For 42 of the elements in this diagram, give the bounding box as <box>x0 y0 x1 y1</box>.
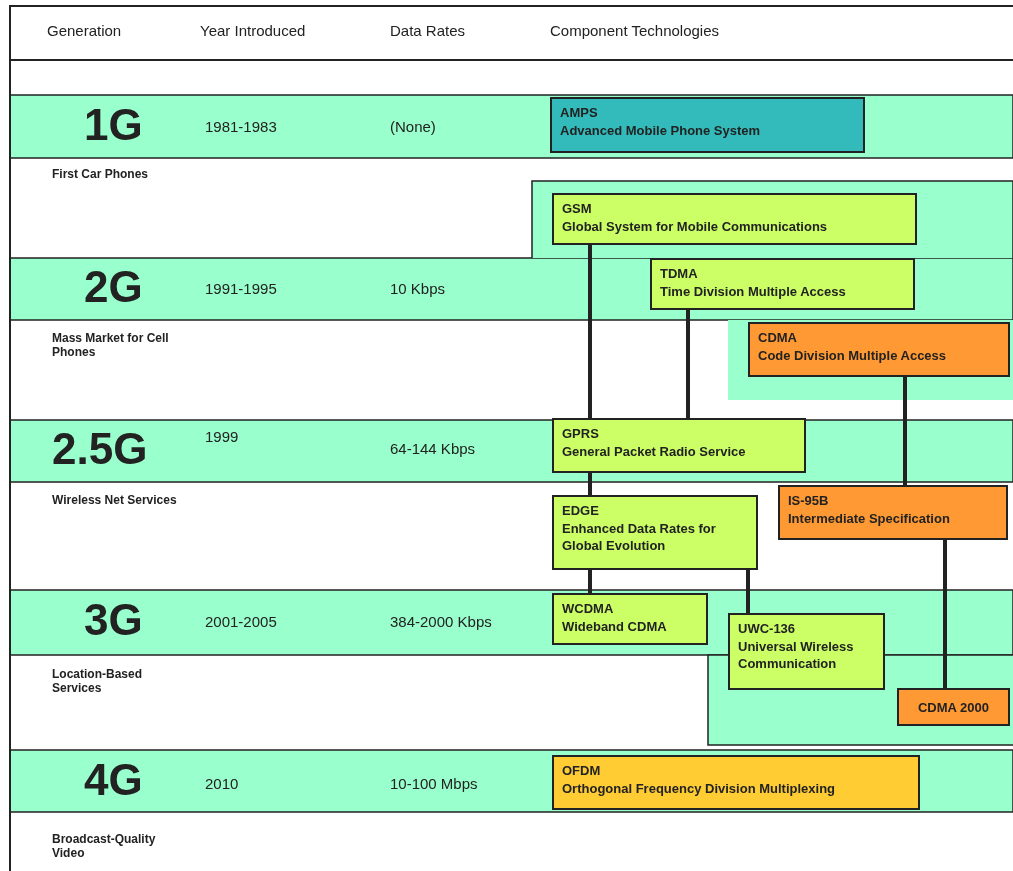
technology-box: CDMA Code Division Multiple Access <box>748 322 1010 377</box>
description-text: Broadcast-Quality Video <box>52 832 157 860</box>
rate-text: (None) <box>390 118 436 135</box>
description-text: Location-Based Services <box>52 667 143 695</box>
year-text: 1981-1983 <box>205 118 277 135</box>
connector-line <box>588 570 592 593</box>
year-text: 1991-1995 <box>205 280 277 297</box>
connector-line <box>686 310 690 418</box>
connector-line <box>588 473 592 495</box>
column-header: Year Introduced <box>200 22 306 39</box>
technology-box: EDGE Enhanced Data Rates for Global Evolution <box>552 495 758 570</box>
technology-box: WCDMA Wideband CDMA <box>552 593 708 645</box>
connector-line <box>746 570 750 613</box>
year-text: 2010 <box>205 775 239 792</box>
description-text: Wireless Net Services <box>52 493 178 507</box>
rate-text: 10 Kbps <box>390 280 446 297</box>
technology-box: GSM Global System for Mobile Communications <box>552 193 917 245</box>
column-header: Generation <box>47 22 122 39</box>
technology-box: CDMA 2000 <box>897 688 1010 726</box>
description-text: First Car Phones <box>52 167 150 181</box>
technology-box: AMPS Advanced Mobile Phone System <box>550 97 865 153</box>
rate-text: 384-2000 Kbps <box>390 613 492 630</box>
generation-label: 3G <box>84 595 143 645</box>
connector-line <box>903 377 907 485</box>
rate-text: 64-144 Kbps <box>390 440 476 457</box>
column-header: Data Rates <box>390 22 466 39</box>
rate-text: 10-100 Mbps <box>390 775 478 792</box>
generation-label: 2G <box>84 262 143 312</box>
technology-box: UWC-136 Universal Wireless Communication <box>728 613 885 690</box>
generation-label: 4G <box>84 755 143 805</box>
technology-box: TDMA Time Division Multiple Access <box>650 258 915 310</box>
connector-line <box>943 540 947 688</box>
column-header: Component Technologies <box>550 22 719 39</box>
technology-box: GPRS General Packet Radio Service <box>552 418 806 473</box>
technology-box: OFDM Orthogonal Frequency Division Multiplexing <box>552 755 920 810</box>
description-text: Mass Market for Cell Phones <box>52 331 170 359</box>
technology-box: IS-95B Intermediate Specification <box>778 485 1008 540</box>
year-text: 1999 <box>205 428 239 445</box>
connector-line <box>588 245 592 418</box>
year-text: 2001-2005 <box>205 613 277 630</box>
generation-label: 1G <box>84 100 143 150</box>
generation-label: 2.5G <box>52 424 148 474</box>
